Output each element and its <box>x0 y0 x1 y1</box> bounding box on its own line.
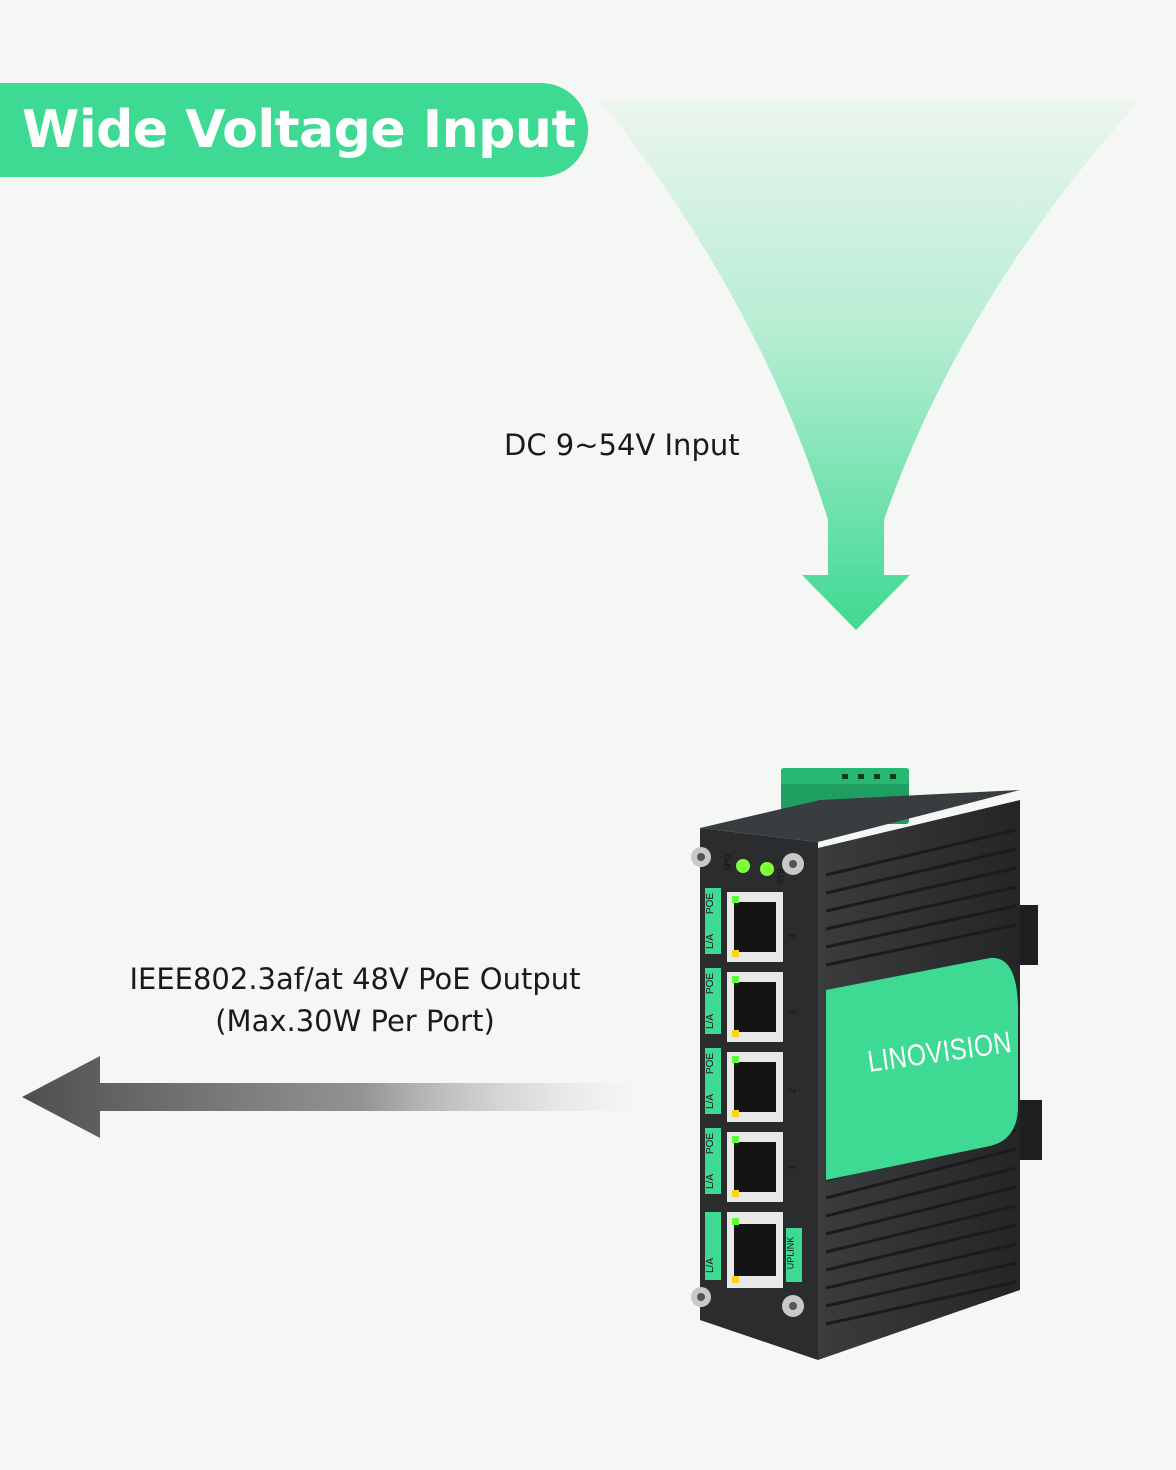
input-voltage-label: DC 9~54V Input <box>504 428 740 462</box>
rj45-port-4 <box>727 892 783 962</box>
port1-la-label: L/A <box>705 1173 717 1190</box>
port3-la-label: L/A <box>705 1013 717 1030</box>
rj45-port-2 <box>727 1052 783 1122</box>
title-banner: Wide Voltage Input <box>0 83 588 177</box>
port4-la-label: L/A <box>705 933 717 950</box>
uplink-la-label: L/A <box>705 1257 717 1274</box>
output-arrow-icon <box>22 1056 640 1138</box>
port3-poe-label: POE <box>705 972 717 995</box>
poe-switch-device <box>691 768 1042 1360</box>
rj45-port-uplink <box>727 1212 783 1288</box>
port1-number: 1 <box>787 1164 798 1170</box>
rj45-port-3 <box>727 972 783 1042</box>
input-arrow-icon <box>600 100 1140 630</box>
port1-poe-label: POE <box>705 1132 717 1155</box>
uplink-label: UPLINK <box>785 1236 796 1270</box>
sys-led-label: SYS <box>776 868 786 885</box>
poe-output-line2: (Max.30W Per Port) <box>215 1004 495 1038</box>
rj45-port-1 <box>727 1132 783 1202</box>
port2-poe-label: POE <box>705 1052 717 1075</box>
port4-number: 4 <box>787 933 798 939</box>
poe-output-label: IEEE802.3af/at 48V PoE Output (Max.30W P… <box>110 958 600 1042</box>
spd-led-label: SPD <box>723 854 733 871</box>
port3-number: 3 <box>787 1010 798 1016</box>
port2-la-label: L/A <box>705 1093 717 1110</box>
port4-poe-label: POE <box>705 892 717 915</box>
page-title: Wide Voltage Input <box>22 100 576 160</box>
poe-output-line1: IEEE802.3af/at 48V PoE Output <box>129 962 581 996</box>
port2-number: 2 <box>787 1088 798 1094</box>
